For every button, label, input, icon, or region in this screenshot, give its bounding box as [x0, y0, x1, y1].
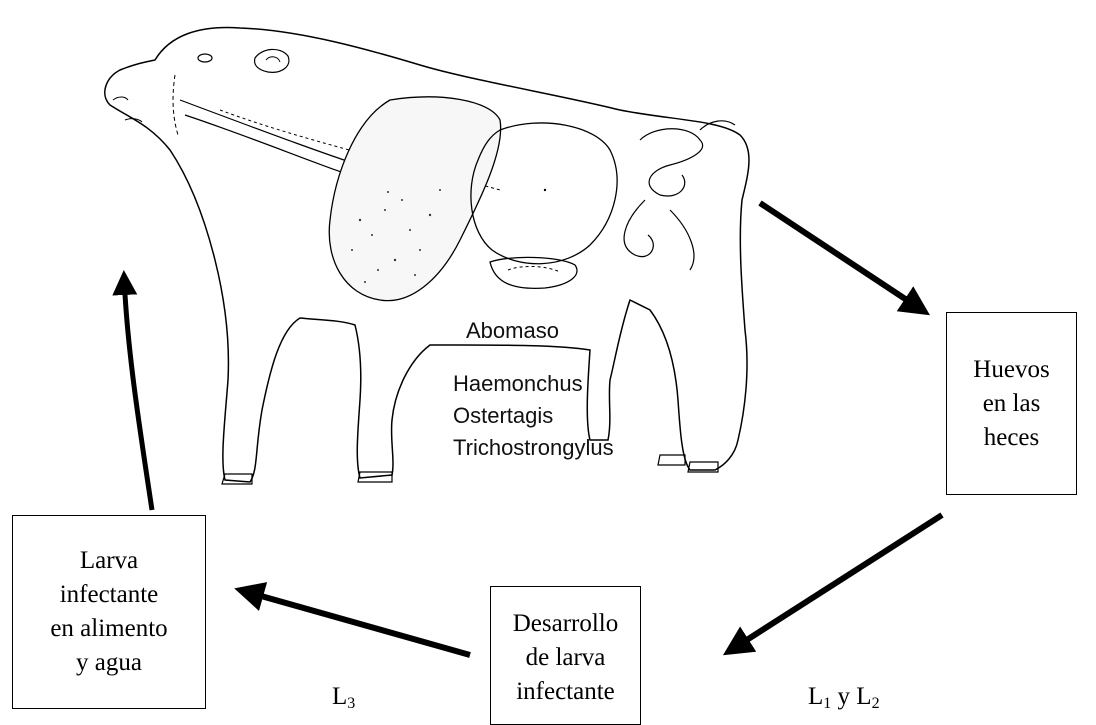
sheep-ear — [255, 49, 289, 72]
box-huevos-en-heces: Huevos en las heces — [946, 312, 1077, 495]
rumen — [329, 97, 500, 301]
box-line: infectante — [60, 578, 159, 612]
intestines — [640, 129, 703, 196]
sheep-eye — [198, 54, 212, 62]
box-line: Larva — [80, 544, 138, 578]
abomasum — [490, 257, 577, 288]
arrow-to-sheep — [124, 275, 152, 510]
box-larva-infectante: Larva infectante en alimento y agua — [12, 515, 206, 709]
genus-trichostrongylus: Trichostrongylus — [453, 432, 614, 464]
arrow-to-desarrollo — [728, 515, 942, 652]
box-line: en las — [983, 387, 1041, 421]
box-line: heces — [984, 421, 1040, 455]
stage-label-l1-l2: L1 y L2 — [808, 683, 880, 713]
box-line: y agua — [76, 646, 142, 680]
box-line: Huevos — [973, 353, 1049, 387]
genus-haemonchus: Haemonchus — [453, 368, 614, 400]
box-line: de larva — [526, 641, 606, 675]
arrow-to-larva — [240, 590, 470, 655]
box-desarrollo-larva: Desarrollo de larva infectante — [490, 586, 641, 725]
box-line: en alimento — [50, 612, 167, 646]
box-line: infectante — [516, 675, 615, 709]
stage-label-l3: L3 — [332, 683, 355, 713]
box-line: Desarrollo — [513, 607, 619, 641]
genus-ostertagis: Ostertagis — [453, 400, 614, 432]
abomaso-label: Abomaso — [466, 315, 559, 347]
arrow-to-huevos — [760, 203, 925, 312]
parasite-genus-list: Haemonchus Ostertagis Trichostrongylus — [453, 368, 614, 464]
